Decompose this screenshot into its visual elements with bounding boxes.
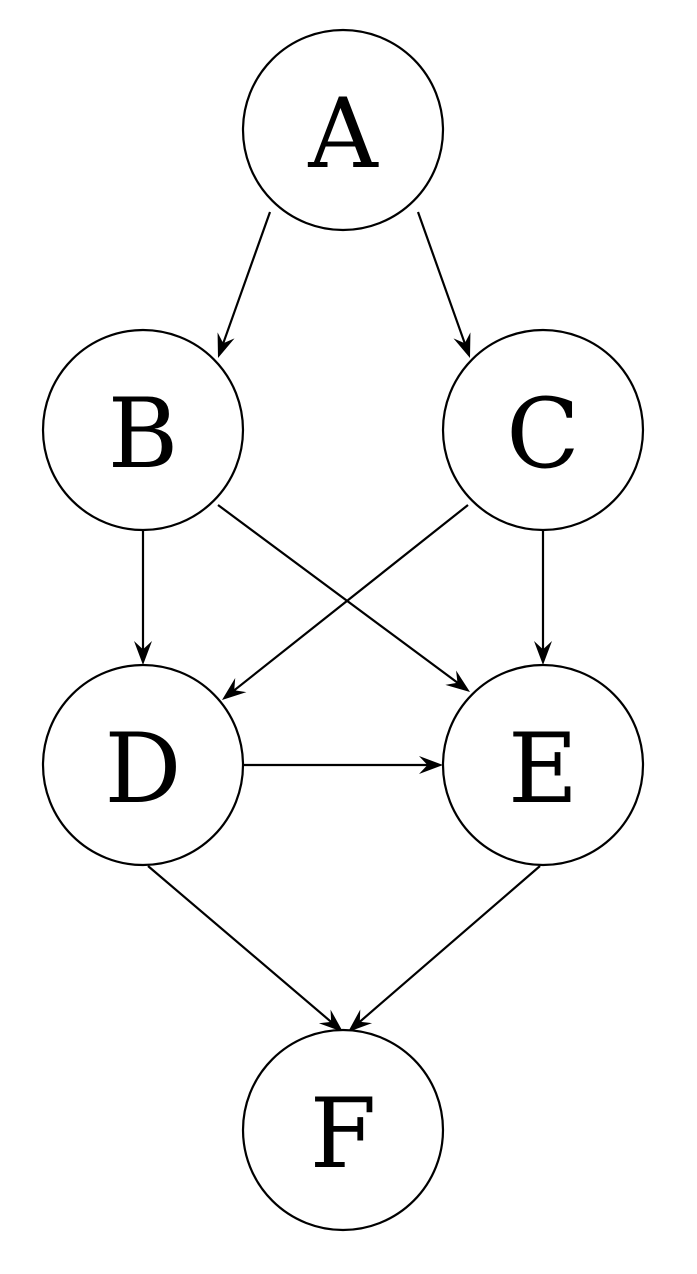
node-circle: [241, 1028, 445, 1232]
arrow-head-icon: [453, 332, 471, 358]
edge-c-d: [222, 504, 469, 700]
node-e: E: [441, 663, 645, 867]
node-circle: [441, 328, 645, 532]
edge-line: [147, 865, 334, 1024]
edge-b-e: [217, 504, 470, 692]
edge-line: [357, 865, 541, 1024]
edge-d-f: [147, 865, 343, 1032]
arrow-head-icon: [217, 332, 235, 358]
edge-e-f: [348, 865, 541, 1032]
arrow-head-icon: [419, 756, 443, 774]
arrow-head-icon: [534, 641, 552, 665]
edge-a-c: [416, 211, 471, 358]
edge-line: [416, 211, 467, 346]
node-circle: [441, 663, 645, 867]
edge-line: [232, 504, 469, 693]
node-label: F: [310, 1078, 377, 1190]
node-label: C: [506, 378, 579, 490]
node-label: E: [508, 713, 578, 825]
node-label: A: [307, 78, 379, 190]
node-f: F: [241, 1028, 445, 1232]
node-a: A: [241, 28, 445, 232]
node-circle: [41, 328, 245, 532]
edge-c-e: [534, 530, 552, 665]
edge-a-b: [217, 211, 272, 358]
edge-d-e: [243, 756, 443, 774]
node-c: C: [441, 328, 645, 532]
edge-line: [217, 504, 460, 685]
node-label: B: [108, 378, 179, 490]
node-label: D: [105, 713, 182, 825]
arrow-head-icon: [222, 678, 247, 700]
arrow-head-icon: [134, 641, 152, 665]
node-circle: [241, 28, 445, 232]
edges-layer: [134, 211, 552, 1032]
arrow-head-icon: [348, 1009, 373, 1032]
node-circle: [41, 663, 245, 867]
nodes-layer: A B C D E F: [41, 28, 645, 1232]
edge-b-d: [134, 530, 152, 665]
arrow-head-icon: [318, 1009, 343, 1032]
arrow-head-icon: [445, 670, 470, 692]
node-b: B: [41, 328, 245, 532]
node-d: D: [41, 663, 245, 867]
edge-line: [221, 211, 272, 346]
